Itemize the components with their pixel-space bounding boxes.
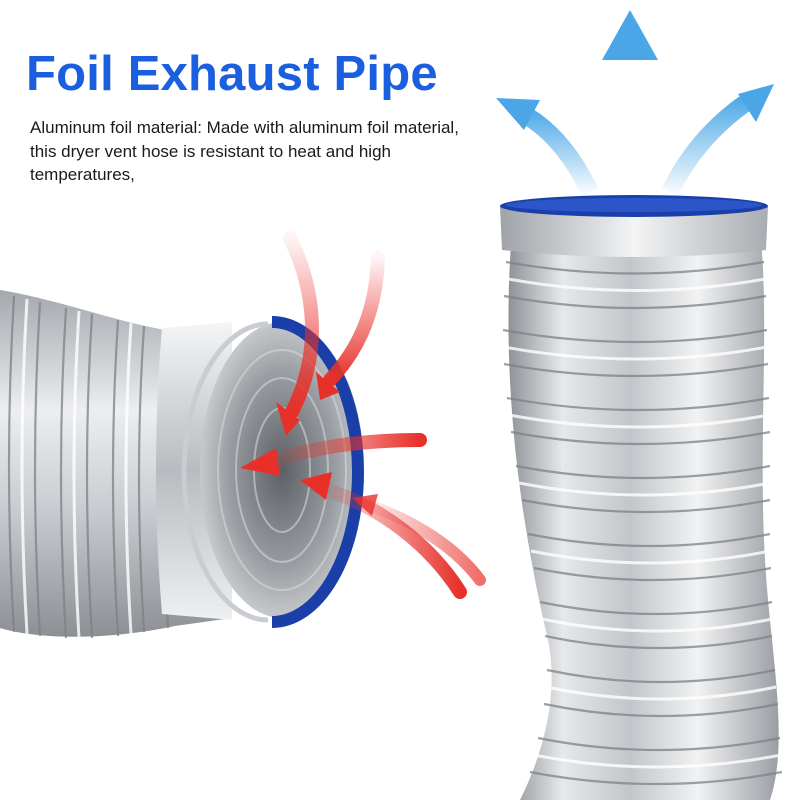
blue-outflow-arrow-icon: [496, 10, 774, 196]
vertical-hose: [500, 195, 783, 800]
headline: Foil Exhaust Pipe: [26, 47, 438, 101]
red-inflow-arrow-icon: [240, 231, 486, 599]
product-description: Aluminum foil material: Made with alumin…: [30, 118, 459, 184]
